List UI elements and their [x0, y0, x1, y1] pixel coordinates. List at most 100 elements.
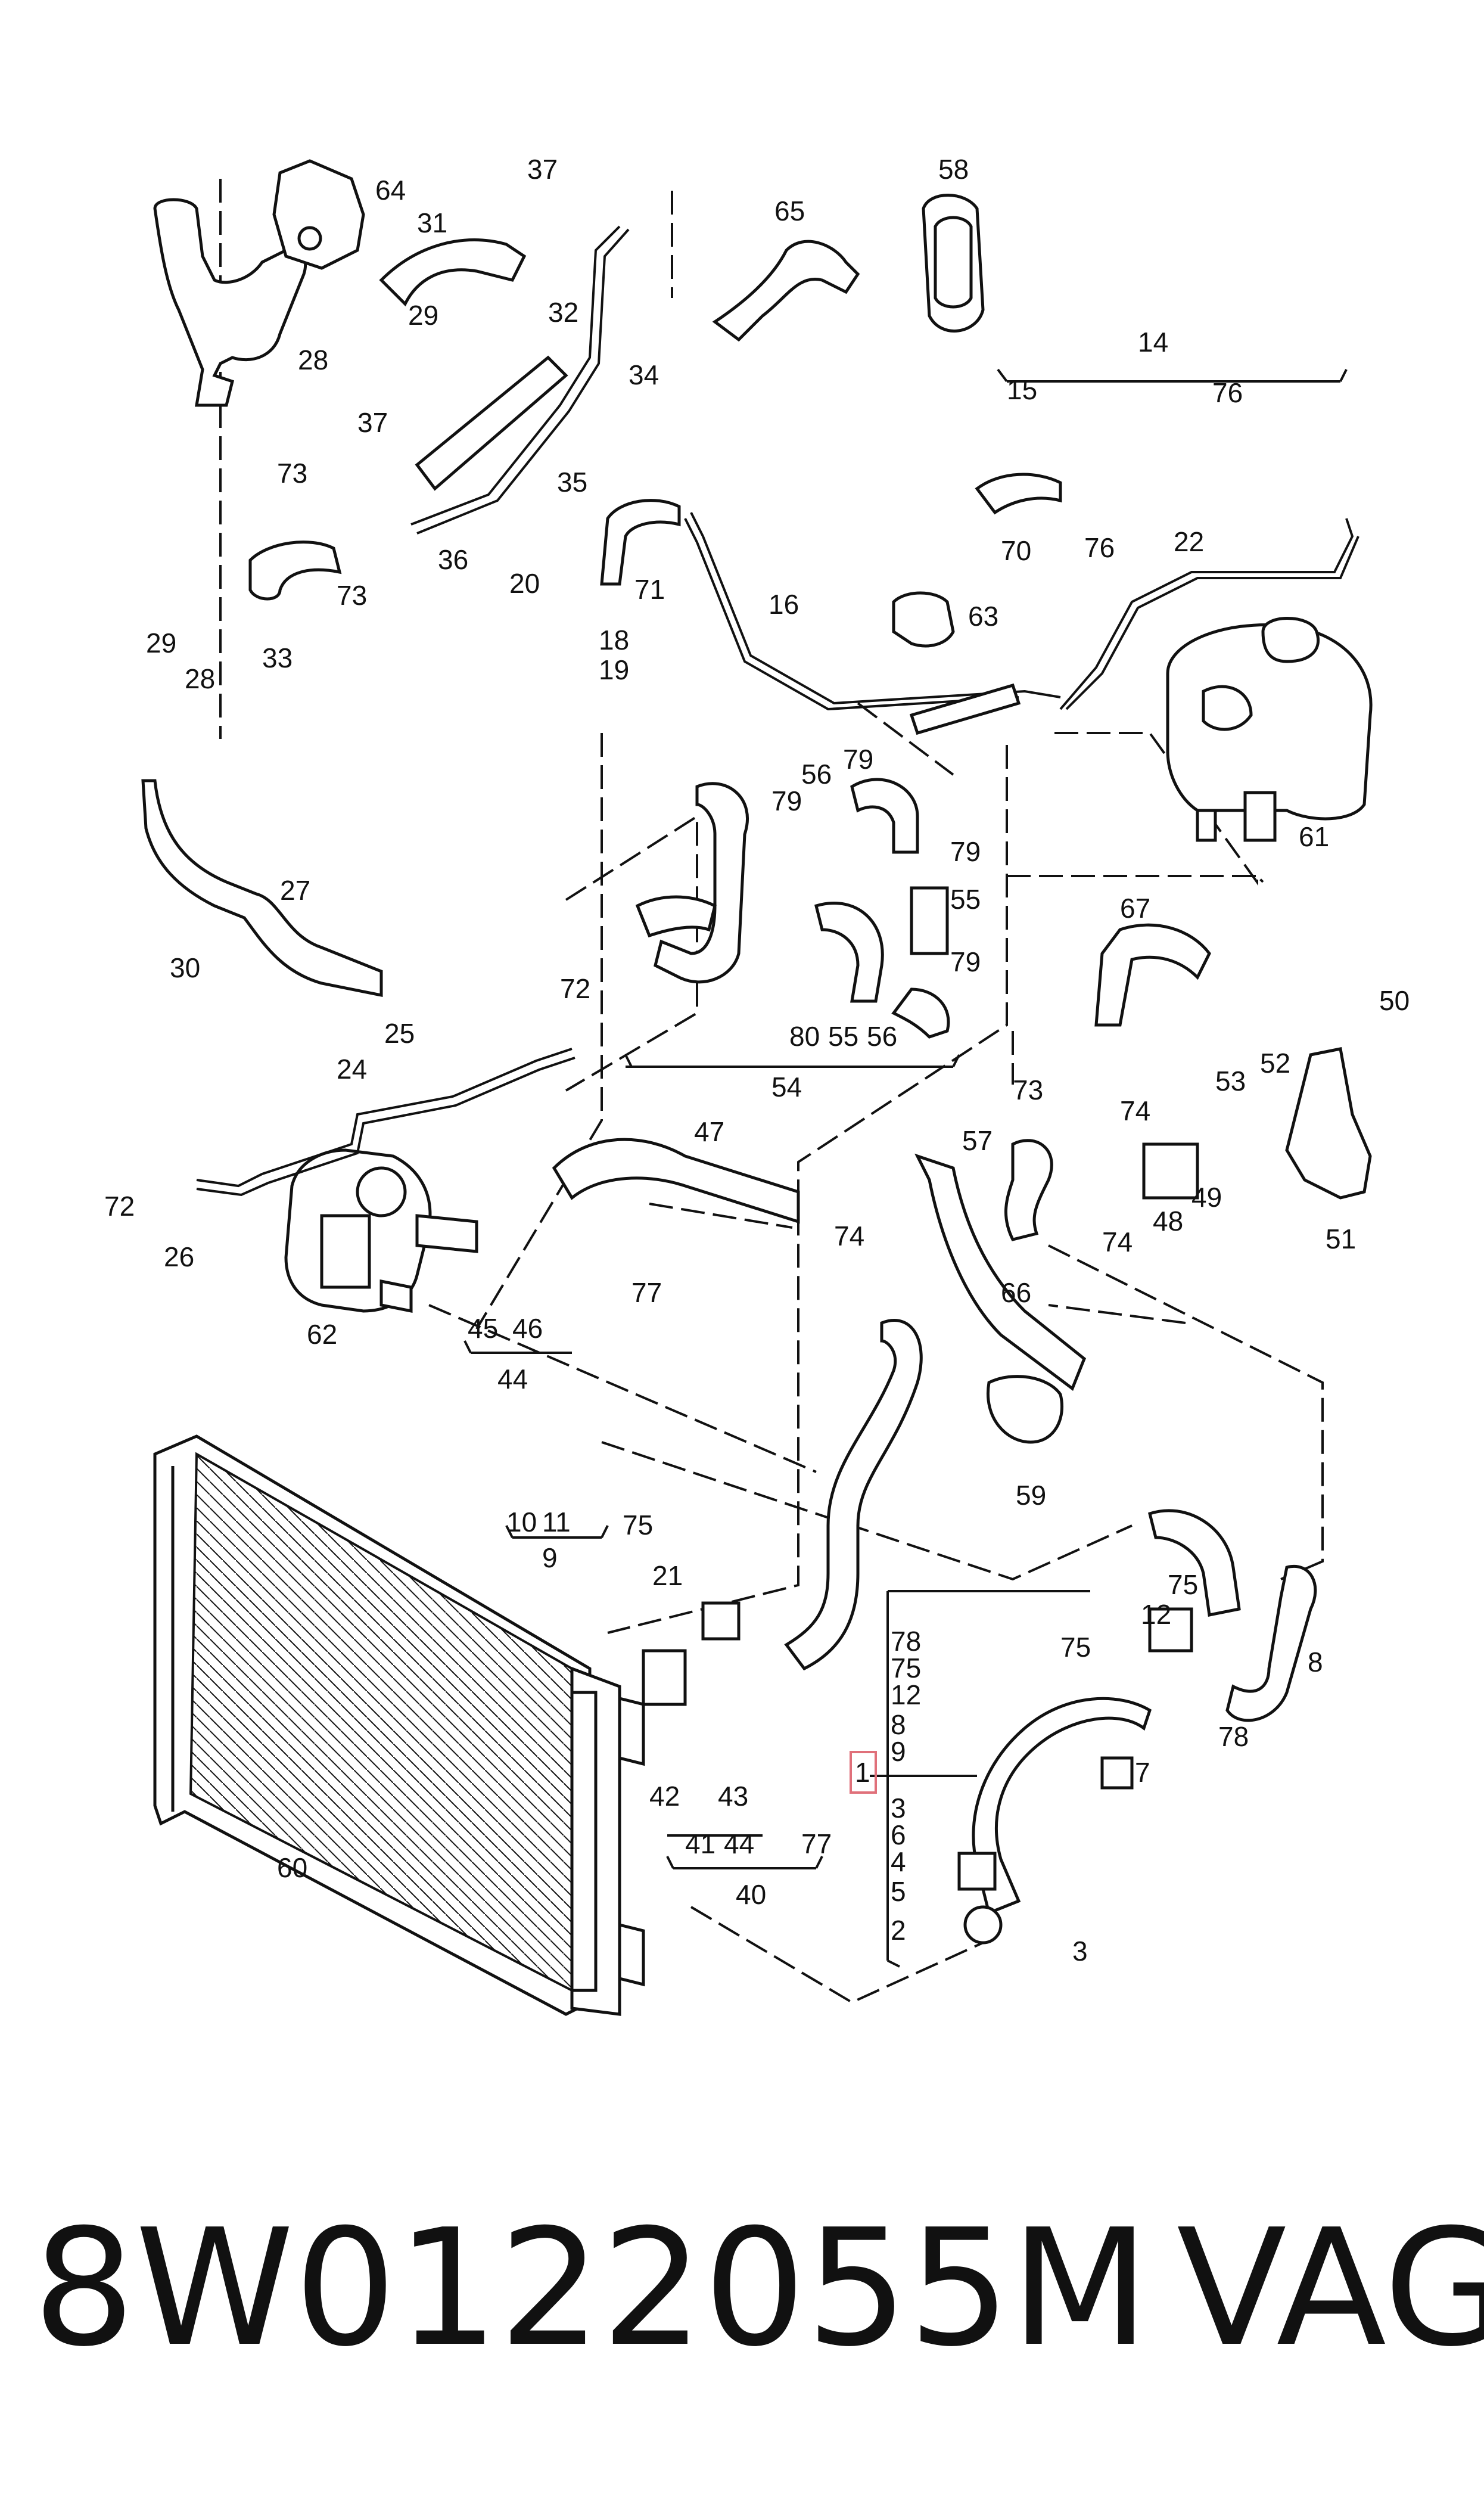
callout-label: 79 — [950, 836, 981, 867]
callout-label: 30 — [170, 952, 200, 983]
callout-label: 26 — [164, 1241, 194, 1272]
callout-label: 12 — [1141, 1599, 1171, 1630]
callout-label: 56 — [801, 759, 832, 790]
callout-label: 58 — [938, 154, 969, 185]
callout-label: 29 — [408, 300, 438, 331]
callout-label: 60 — [277, 1852, 307, 1883]
callout-label: 51 — [1326, 1223, 1356, 1254]
callout-label: 72 — [104, 1191, 135, 1222]
callout-label: 28 — [298, 344, 328, 375]
coolant-pump-housing — [284, 1148, 478, 1313]
callout-label: 50 — [1379, 985, 1410, 1016]
callout-label: 3 — [1072, 1936, 1088, 1967]
callout-label: 45 — [468, 1313, 498, 1344]
callout-label: 73 — [277, 458, 307, 489]
callout-label: 55 — [828, 1021, 858, 1052]
hoses — [141, 194, 1372, 1945]
callout-label: 37 — [357, 407, 388, 438]
callout-label: 18 — [599, 625, 629, 656]
callout-label: 79 — [843, 744, 873, 775]
callout-label: 72 — [560, 973, 590, 1004]
callout-label: 57 — [962, 1125, 993, 1156]
callout-label: 56 — [867, 1021, 897, 1052]
callout-label: 77 — [801, 1828, 832, 1859]
callout-label: 32 — [548, 297, 578, 328]
callout-label: 9 — [891, 1736, 906, 1767]
callout-label: 31 — [417, 207, 447, 238]
callout-label: 74 — [1120, 1095, 1150, 1126]
callout-label: 46 — [512, 1313, 543, 1344]
callout-label: 24 — [337, 1054, 367, 1085]
callout-label: 44 — [724, 1828, 754, 1859]
callout-label: 47 — [694, 1116, 724, 1147]
callout-label: 14 — [1138, 327, 1168, 358]
callout-label: 74 — [1102, 1226, 1133, 1257]
callout-label: 74 — [834, 1220, 864, 1251]
callout-label: 49 — [1191, 1182, 1222, 1213]
callout-label: 20 — [509, 568, 540, 599]
callout-label: 5 — [891, 1876, 906, 1907]
callout-label: 78 — [1218, 1721, 1249, 1752]
callout-label: 8 — [891, 1709, 906, 1740]
callout-label: 33 — [262, 642, 293, 673]
callout-label: 6 — [891, 1819, 906, 1850]
callout-label: 37 — [527, 154, 558, 185]
callout-label: 80 — [789, 1021, 820, 1052]
callout-label: 36 — [438, 544, 468, 575]
callout-label: 63 — [968, 601, 998, 632]
callout-label: 16 — [769, 589, 799, 620]
callout-label: 7 — [1135, 1757, 1150, 1788]
callout-label: 4 — [891, 1846, 906, 1877]
radiator — [153, 1434, 645, 2016]
callout-label: 25 — [384, 1018, 415, 1049]
callout-label: 44 — [497, 1363, 528, 1394]
callout-label: 73 — [1013, 1074, 1043, 1105]
callouts: 1 2 3 3 4 5 6 7 8 8 9 9 10 11 12 12 14 1… — [104, 154, 1410, 1967]
part-number: 8W0122055M — [33, 2194, 1150, 2382]
callout-label: 9 — [542, 1542, 558, 1573]
callout-label: 62 — [307, 1319, 337, 1350]
callout-label: 76 — [1084, 532, 1115, 563]
callout-label: 76 — [1212, 377, 1243, 408]
callout-label: 59 — [1016, 1480, 1046, 1511]
callout-label: 11 — [542, 1507, 571, 1538]
parts-diagram: 1 2 3 3 4 5 6 7 8 8 9 9 10 11 12 12 14 1… — [104, 154, 1410, 2016]
callout-label: 53 — [1215, 1066, 1246, 1097]
callout-label: 70 — [1001, 535, 1031, 566]
callout-label: 40 — [736, 1879, 766, 1910]
callout-label: 34 — [629, 359, 659, 390]
callout-label: 75 — [1060, 1632, 1091, 1663]
callout-label: 35 — [557, 467, 587, 498]
callout-label: 77 — [631, 1277, 662, 1308]
callout-label: 28 — [185, 663, 215, 694]
callout-label: 1 — [855, 1757, 870, 1788]
callout-label: 42 — [649, 1781, 680, 1812]
callout-label: 71 — [634, 574, 665, 605]
callout-label: 41 — [685, 1828, 715, 1859]
callout-label: 3 — [891, 1793, 906, 1824]
callout-label: 48 — [1153, 1206, 1183, 1237]
callout-label: 10 — [506, 1507, 537, 1538]
callout-label: 55 — [950, 884, 981, 915]
callout-label: 43 — [718, 1781, 748, 1812]
callout-label: 65 — [774, 195, 805, 226]
callout-label: 73 — [337, 580, 367, 611]
part-number-caption: 8W0122055M VAG — [33, 2194, 1484, 2382]
callout-label: 21 — [652, 1560, 683, 1591]
make-label: VAG — [1177, 2194, 1484, 2382]
dashed-group-lines — [219, 179, 1324, 2004]
callout-label: 75 — [623, 1509, 653, 1540]
callout-label: 61 — [1299, 821, 1329, 852]
callout-label: 15 — [1007, 374, 1037, 405]
callout-label: 79 — [950, 946, 981, 977]
callout-1-highlight — [850, 1751, 877, 1794]
callout-label: 54 — [771, 1071, 802, 1102]
callout-label: 75 — [891, 1653, 921, 1684]
callout-label: 12 — [891, 1679, 921, 1710]
callout-label: 75 — [1168, 1569, 1198, 1600]
callout-label: 66 — [1001, 1277, 1031, 1308]
callout-label: 22 — [1174, 526, 1204, 557]
callout-label: 52 — [1260, 1048, 1290, 1079]
callout-label: 27 — [280, 875, 310, 906]
callout-label: 79 — [771, 785, 802, 816]
